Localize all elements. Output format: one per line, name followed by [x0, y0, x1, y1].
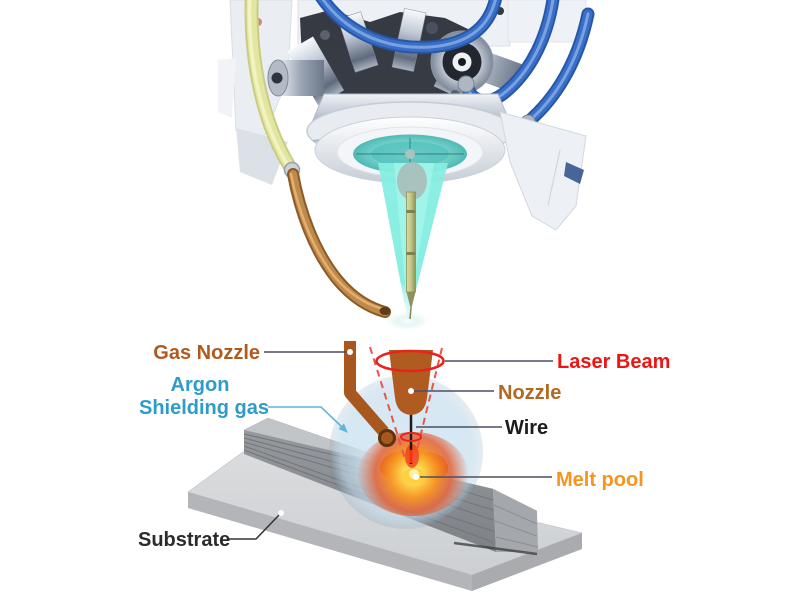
substrate-side-face — [472, 533, 582, 591]
wall-end-layer-lines — [493, 504, 539, 548]
annotations — [227, 349, 553, 540]
leader-argon-arrowhead — [338, 423, 348, 433]
gas-nozzle-tip — [378, 429, 396, 447]
label-argon-line1: Argon — [171, 374, 230, 396]
gas-nozzle-tube — [344, 341, 389, 436]
blue-hose-left — [315, 0, 502, 54]
anchor-dot-gas-nozzle — [347, 349, 353, 355]
label-gas-nozzle: Gas Nozzle — [153, 342, 260, 364]
label-nozzle: Nozzle — [498, 382, 561, 404]
anchor-dot-melt-pool — [413, 474, 419, 480]
bolt — [426, 22, 438, 34]
copper-feed-tube — [287, 168, 391, 318]
bracket-accent — [564, 162, 584, 184]
laser-head-render — [218, 0, 595, 330]
label-wire: Wire — [505, 417, 548, 439]
right-motor-center — [458, 58, 466, 66]
laser-cone-dashed-left — [369, 346, 407, 463]
deposition-schematic: Gas Nozzle Argon Shielding gas Laser Bea… — [138, 341, 670, 591]
copper-tube-opening — [379, 307, 391, 315]
leader-argon — [268, 406, 344, 429]
left-motor-hub — [271, 72, 283, 84]
wire-feed-rod — [397, 162, 427, 320]
substrate-front-face — [188, 492, 472, 591]
laser-beam-ring — [375, 349, 445, 373]
anchor-dot-substrate — [278, 510, 284, 516]
rod-band — [406, 210, 416, 213]
schematic-laser-nozzle — [344, 341, 445, 464]
leader-substrate — [227, 513, 281, 540]
wall-end-face — [493, 489, 538, 552]
rod-needle — [409, 307, 412, 320]
rod-band — [406, 252, 416, 255]
label-substrate: Substrate — [138, 529, 230, 551]
rod-body — [406, 191, 416, 293]
right-bracket — [499, 111, 587, 231]
laser-cone-dashed-right — [413, 347, 443, 463]
labels: Gas Nozzle Argon Shielding gas Laser Bea… — [138, 342, 670, 551]
label-melt-pool: Melt pool — [556, 469, 644, 491]
lens-hub — [405, 149, 415, 159]
focus-ring — [400, 432, 422, 442]
anchor-dot-nozzle — [408, 388, 414, 394]
blue-hose-far-right — [521, 7, 595, 129]
beam-tip-glow — [385, 312, 429, 330]
nozzle-cone — [389, 350, 433, 415]
label-laser-beam: Laser Beam — [557, 351, 670, 373]
label-argon-line2: Shielding gas — [139, 397, 269, 419]
wall-base-seam — [453, 541, 538, 556]
bolt — [320, 30, 330, 40]
rod-collet — [397, 162, 427, 200]
yellow-hose — [244, 0, 297, 174]
hose-fitting — [457, 75, 475, 93]
melt-pool — [358, 432, 468, 516]
rod-tip — [406, 292, 416, 310]
feed-lines — [244, 0, 391, 318]
head-left-edge — [218, 58, 236, 118]
